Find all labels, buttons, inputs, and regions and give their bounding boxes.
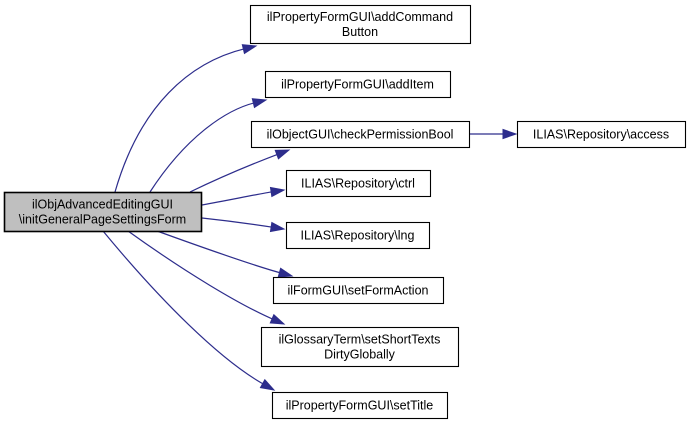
node-box[interactable] xyxy=(249,4,472,45)
node-label: ilObjectGUI\checkPermissionBool xyxy=(267,128,454,142)
arrowhead-icon xyxy=(277,267,294,278)
node-label: ilObjAdvancedEditingGUI xyxy=(32,198,173,212)
edge-initGeneralPageSettingsForm-to-setShortTextsDirtyGlobally xyxy=(127,230,286,325)
node-label: ILIAS\Repository\access xyxy=(533,128,669,142)
node-box[interactable] xyxy=(516,120,687,149)
node-box[interactable] xyxy=(271,391,449,420)
node-checkPermissionBool[interactable]: ilObjectGUI\checkPermissionBool xyxy=(250,120,471,149)
node-label: ilPropertyFormGUI\setTitle xyxy=(286,399,434,413)
node-label: \initGeneralPageSettingsForm xyxy=(19,213,186,227)
arrowhead-icon xyxy=(502,128,518,140)
arrowhead-icon xyxy=(251,98,268,109)
node-box[interactable] xyxy=(285,221,431,250)
edge-checkPermissionBool-to-access xyxy=(469,128,518,140)
node-setShortTextsDirtyGlobally[interactable]: ilGlossaryTerm\setShortTextsDirtyGloball… xyxy=(260,326,460,368)
edge-initGeneralPageSettingsForm-to-setFormAction xyxy=(156,230,294,278)
node-label: Button xyxy=(342,25,378,39)
node-box[interactable] xyxy=(260,326,460,368)
node-ctrl[interactable]: ILIAS\Repository\ctrl xyxy=(285,169,432,198)
node-setTitle[interactable]: ilPropertyFormGUI\setTitle xyxy=(271,391,449,420)
node-label: ILIAS\Repository\ctrl xyxy=(301,177,415,191)
node-initGeneralPageSettingsForm: ilObjAdvancedEditingGUI\initGeneralPageS… xyxy=(3,191,203,233)
node-box[interactable] xyxy=(250,120,471,149)
node-access[interactable]: ILIAS\Repository\access xyxy=(516,120,687,149)
node-label: ilGlossaryTerm\setShortTexts xyxy=(279,333,441,347)
node-addItem[interactable]: ilPropertyFormGUI\addItem xyxy=(264,70,452,99)
node-label: ILIAS\Repository\lng xyxy=(301,229,415,243)
edge-initGeneralPageSettingsForm-to-checkPermissionBool xyxy=(189,149,291,193)
arrowhead-icon xyxy=(274,149,291,160)
node-label: DirtyGlobally xyxy=(324,348,396,362)
arrowhead-icon xyxy=(269,186,286,198)
edge-initGeneralPageSettingsForm-to-setTitle xyxy=(102,230,276,391)
arrowhead-icon xyxy=(269,313,286,325)
edge-initGeneralPageSettingsForm-to-ctrl xyxy=(201,186,286,206)
edge-initGeneralPageSettingsForm-to-addItem xyxy=(149,98,268,193)
node-lng[interactable]: ILIAS\Repository\lng xyxy=(285,221,431,250)
edge-initGeneralPageSettingsForm-to-lng xyxy=(201,217,286,233)
node-label: ilFormGUI\setFormAction xyxy=(288,284,429,298)
node-box[interactable] xyxy=(264,70,452,99)
arrowhead-icon xyxy=(269,221,286,233)
edge-initGeneralPageSettingsForm-to-addCommandButton xyxy=(114,44,258,193)
node-label: ilPropertyFormGUI\addCommand xyxy=(267,10,453,24)
node-box xyxy=(3,191,203,233)
arrowhead-icon xyxy=(259,378,276,391)
node-label: ilPropertyFormGUI\addItem xyxy=(281,78,434,92)
arrowhead-icon xyxy=(241,44,258,55)
node-box[interactable] xyxy=(272,276,445,305)
node-setFormAction[interactable]: ilFormGUI\setFormAction xyxy=(272,276,445,305)
node-box[interactable] xyxy=(285,169,432,198)
